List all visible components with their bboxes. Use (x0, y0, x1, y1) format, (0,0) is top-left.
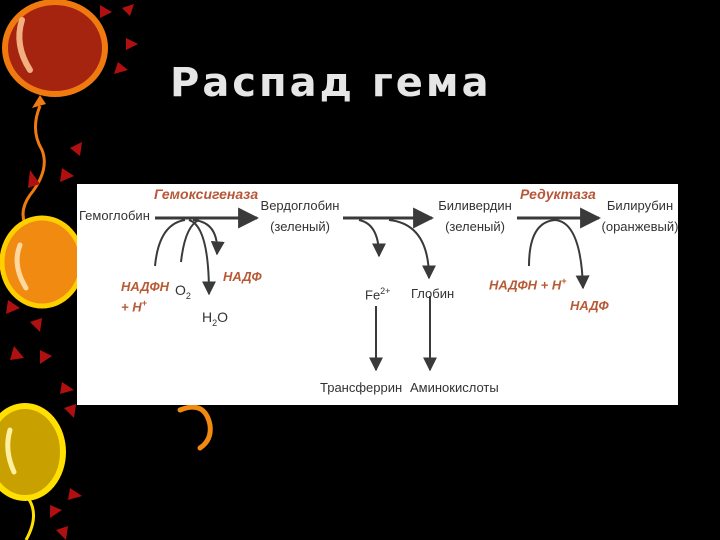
o2-subscript: 2 (185, 290, 191, 301)
arrow-nadp-released (192, 219, 225, 256)
cofactor-o2: O2 (175, 283, 191, 303)
h2o-h: H (202, 309, 213, 325)
slide-title: Распад гема (170, 60, 492, 106)
arrow-globin-released (388, 219, 436, 280)
compound-biliverdin-color: (зеленый) (445, 219, 505, 234)
compound-bilirubin-color: (оранжевый) (601, 219, 679, 234)
diagram-arrows (154, 207, 602, 372)
cofactor-nadp-2: НАДФ (570, 298, 609, 313)
compound-transferrin: Трансферрин (320, 380, 403, 395)
cofactor-h-plus-1: + Н+ (121, 296, 147, 314)
swirl-icon (177, 404, 213, 451)
confetti-icon (6, 4, 138, 540)
compound-verdoglobin-color: (зеленый) (270, 219, 330, 234)
compound-verdoglobin: Вердоглобин (260, 198, 340, 213)
compound-amino-acids: Аминокислоты (410, 380, 499, 395)
compound-hemoglobin: Гемоглобин (79, 208, 150, 223)
cofactor-nadph-2-text: НАДФН + Н (489, 277, 562, 293)
cofactor-nadp-1: НАДФ (223, 269, 262, 284)
cofactor-h-plus-1-text: + Н (121, 299, 142, 315)
yellow-balloon-icon (0, 403, 66, 540)
compound-bilirubin: Билирубин (606, 198, 674, 213)
compound-fe2: Fe2+ (365, 284, 390, 302)
cofactor-nadph-2: НАДФН + Н+ (489, 274, 566, 292)
h2o-subscript: 2 (212, 317, 218, 328)
orange-balloon-icon (0, 215, 85, 309)
arrow-nadph-to-nadp (528, 218, 590, 290)
red-balloon-icon (2, 0, 108, 233)
compound-biliverdin: Биливердин (438, 198, 512, 213)
arrow-nadph-consumed (154, 219, 186, 267)
fe-charge: 2+ (380, 286, 391, 296)
fe-symbol: Fe (365, 287, 381, 303)
arrow-fe-released (358, 219, 386, 258)
h2o-o: O (217, 309, 229, 325)
o2-symbol: O (175, 282, 186, 298)
enzyme-reductase: Редуктаза (520, 186, 596, 202)
cofactor-h-plus-1-charge: + (141, 298, 147, 308)
heme-degradation-diagram: Гемоксигеназа Редуктаза Гемоглобин Вердо… (77, 184, 678, 405)
cofactor-h2o: H2O (202, 310, 228, 330)
enzyme-heme-oxygenase: Гемоксигеназа (154, 186, 259, 202)
compound-globin: Глобин (411, 286, 455, 301)
cofactor-nadph-2-charge: + (561, 276, 567, 286)
arrow-h2o-released (188, 219, 216, 296)
cofactor-nadph-1: НАДФН (121, 279, 170, 294)
